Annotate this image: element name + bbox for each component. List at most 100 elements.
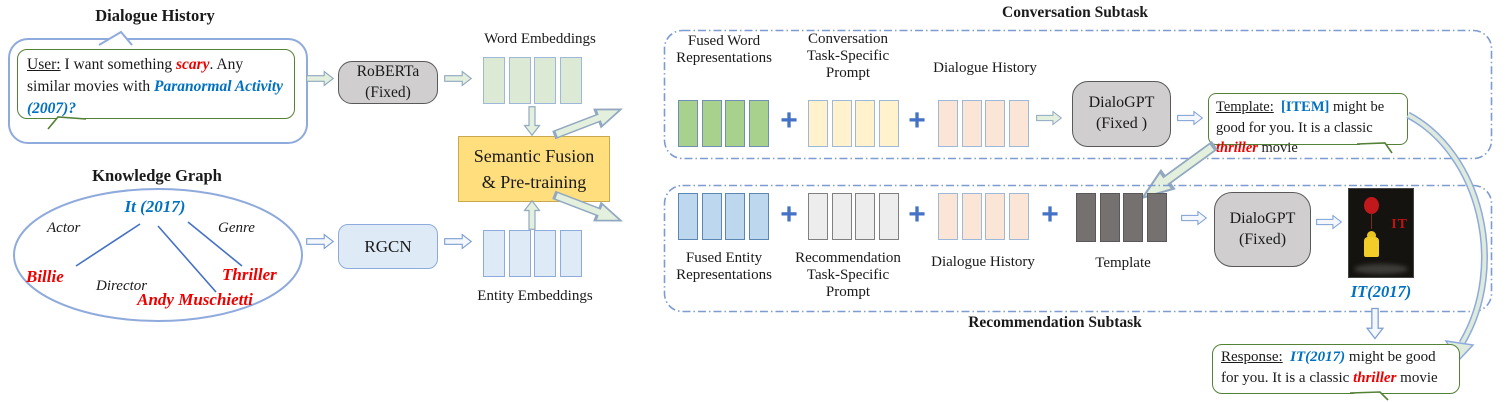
embedding-bar: [748, 193, 769, 240]
arrow-conv-to-dialogpt: [1036, 110, 1062, 126]
recommendation-subtask-title: Recommendation Subtask: [968, 314, 1142, 331]
embedding-bar: [878, 193, 899, 240]
embedding-bar: [1099, 193, 1120, 242]
arrow-dialogpt-to-movie: [1316, 214, 1342, 230]
word-embeddings-label: Word Embeddings: [484, 31, 596, 47]
kg-node-actor: Billie: [26, 267, 64, 286]
knowledge-graph-ellipse: [13, 188, 303, 322]
semantic-fusion-box: Semantic Fusion & Pre-training: [458, 136, 610, 202]
arrow-roberta-to-word-embeddings: [444, 70, 472, 87]
kg-edge-genre: Genre: [218, 220, 255, 236]
embedding-bar: [559, 230, 582, 277]
embedding-bar: [1008, 100, 1029, 147]
rec-template-bars: [1076, 193, 1167, 242]
arrow-word-to-fusion: [523, 106, 541, 136]
embedding-bar: [678, 193, 698, 240]
rec-dialogpt-box: DialoGPT (Fixed): [1214, 192, 1311, 267]
dialogue-history-text: User: I want something scary. Any simila…: [18, 50, 294, 124]
balloon-string: [1371, 213, 1372, 229]
embedding-bar: [701, 193, 722, 240]
response-mid: might be good for you. It is a classic: [1221, 349, 1436, 387]
outer-bubble-tail: [98, 31, 133, 46]
roberta-label-line1: RoBERTa: [356, 63, 420, 81]
embedding-bar: [855, 100, 875, 147]
highlight-scary: scary: [175, 56, 210, 73]
embedding-bar: [1008, 193, 1029, 240]
kg-node-director: Andy Muschietti: [137, 290, 253, 309]
roberta-label-line2: (Fixed): [365, 83, 411, 101]
rec-task-prompt-bars: [808, 193, 899, 240]
entity-embeddings-bars: [483, 230, 582, 277]
embedding-bar: [831, 193, 852, 240]
response-bubble: Response: IT(2017) might be good for you…: [1212, 344, 1460, 394]
template-bubble: Template: [ITEM] might be good for you. …: [1208, 93, 1408, 156]
arrow-kg-to-rgcn: [306, 233, 334, 250]
highlight-movie-mention: Paranormal Activity (2007)?: [27, 78, 284, 117]
embedding-bar: [725, 100, 745, 147]
arrow-dialogue-to-roberta: [306, 70, 334, 87]
kg-center-node: It (2017): [124, 197, 186, 216]
arrow-movie-to-response: [1365, 307, 1385, 340]
conversation-subtask-title: Conversation Subtask: [1002, 4, 1148, 21]
rec-fused-entity-label: Fused Entity Representations: [676, 250, 772, 283]
entity-embeddings-label: Entity Embeddings: [477, 288, 593, 304]
rec-dialogue-history-label: Dialogue History: [931, 254, 1035, 270]
embedding-bar: [808, 193, 828, 240]
conv-plus-1: +: [780, 104, 798, 137]
template-prefix: Template:: [1216, 99, 1274, 115]
embedding-bar: [1076, 193, 1096, 242]
arrow-fusion-to-conversation: [550, 98, 627, 145]
embedding-bar: [855, 193, 875, 240]
embedding-bar: [878, 100, 899, 147]
arrow-fusion-to-recommendation: [550, 184, 627, 231]
rec-plus-3: +: [1041, 198, 1059, 231]
template-text: Template: [ITEM] might be good for you. …: [1209, 94, 1407, 162]
arrow-rec-to-dialogpt: [1181, 210, 1207, 226]
response-highlight: thriller: [1353, 370, 1397, 387]
embedding-bar: [508, 230, 531, 277]
template-item-placeholder: [ITEM]: [1281, 99, 1330, 115]
response-suffix: movie: [1396, 370, 1438, 387]
recommendation-subtask-container: [663, 184, 1493, 313]
kg-node-genre: Thriller: [222, 265, 277, 284]
utterance-part2: . Any similar movies with: [27, 56, 244, 95]
embedding-bar: [985, 100, 1005, 147]
conv-dialogue-history-label: Dialogue History: [933, 60, 1037, 76]
embedding-bar: [483, 230, 505, 277]
utterance-part1: I want something: [60, 56, 176, 73]
embedding-bar: [701, 100, 722, 147]
arrow-entity-to-fusion: [523, 200, 541, 230]
raincoat-kid-coat: [1364, 237, 1379, 257]
rec-plus-2: +: [908, 198, 926, 231]
template-bubble-tail: [1356, 142, 1393, 154]
conv-fused-word-label: Fused Word Representations: [676, 33, 772, 66]
response-prefix: Response:: [1221, 349, 1283, 365]
template-highlight: thriller: [1216, 140, 1258, 157]
conv-fused-word-bars: [678, 100, 769, 147]
word-embeddings-bars: [483, 57, 582, 104]
kg-edge-actor: Actor: [47, 220, 81, 236]
response-bubble-tail: [1349, 391, 1389, 401]
recommended-movie-label: IT(2017): [1350, 282, 1412, 301]
fusion-label-line2: & Pre-training: [481, 172, 587, 192]
conv-dialogue-history-bars: [938, 100, 1029, 147]
response-item: IT(2017): [1290, 349, 1346, 365]
embedding-bar: [725, 193, 745, 240]
embedding-bar: [985, 193, 1005, 240]
poster-title: IT: [1391, 217, 1408, 232]
conv-task-prompt-bars: [808, 100, 899, 147]
template-suffix: movie: [1257, 140, 1298, 157]
embedding-bar: [1146, 193, 1167, 242]
arrow-rgcn-to-entity-embeddings: [444, 233, 472, 250]
rgcn-box: RGCN: [338, 224, 438, 269]
rec-dialogpt-line2: (Fixed): [1238, 230, 1287, 248]
rec-dialogpt-line1: DialoGPT: [1229, 209, 1296, 227]
roberta-box: RoBERTa (Fixed): [338, 61, 438, 104]
embedding-bar: [938, 100, 958, 147]
rec-template-label: Template: [1095, 255, 1151, 271]
embedding-bar: [961, 100, 982, 147]
embedding-bar: [938, 193, 958, 240]
conv-dialogpt-line2: (Fixed ): [1095, 115, 1148, 132]
embedding-bar: [483, 57, 505, 104]
